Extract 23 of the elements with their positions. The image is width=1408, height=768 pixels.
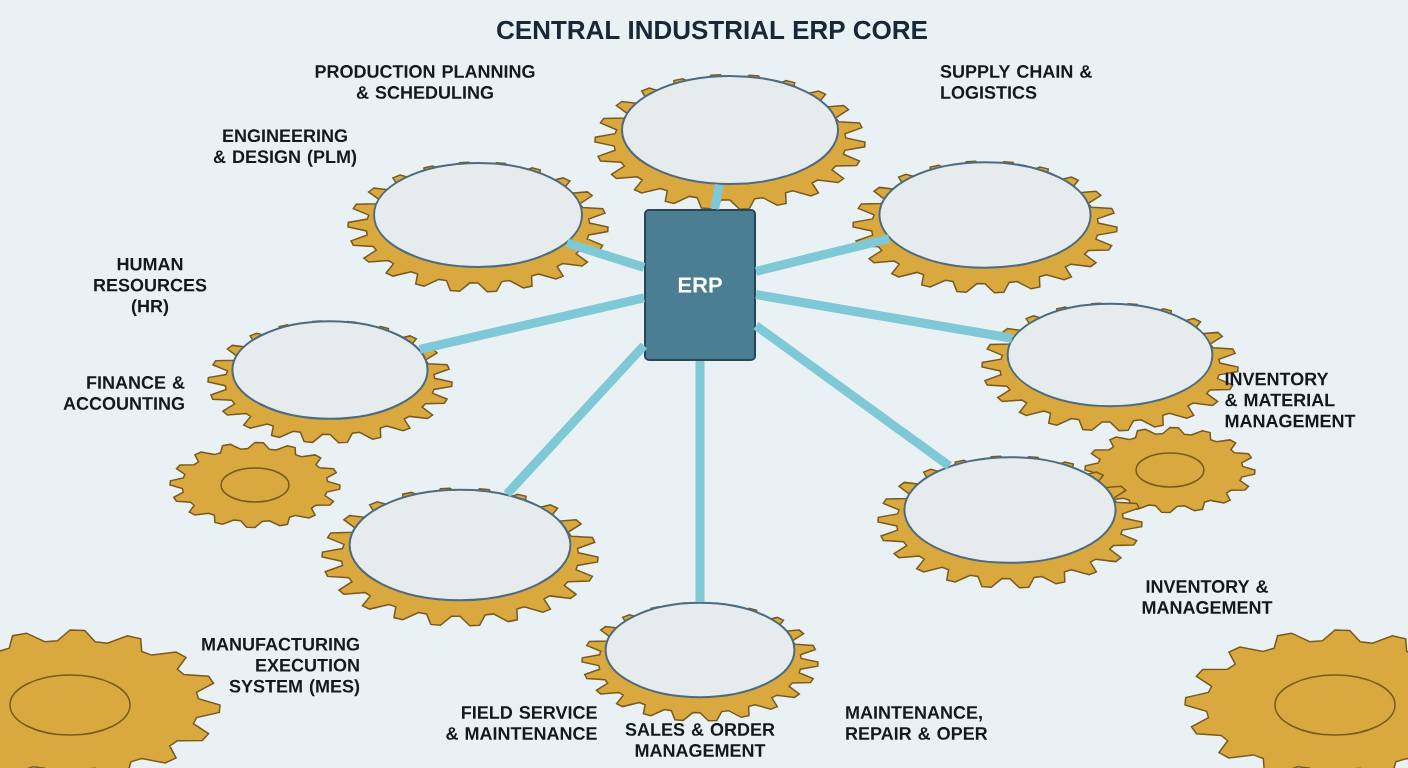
data-stream <box>695 361 705 602</box>
platform-disc <box>621 75 839 185</box>
platform-disc <box>604 601 796 699</box>
data-stream <box>710 183 724 210</box>
platform-disc <box>878 161 1092 269</box>
module-label: SALES & ORDER MANAGEMENT <box>625 723 775 757</box>
title: CENTRAL INDUSTRIAL ERP CORE <box>497 20 927 40</box>
data-stream <box>418 293 645 354</box>
platform-disc <box>231 320 429 420</box>
module-label: PRODUCTION PLANNING & SCHEDULING <box>315 65 535 99</box>
data-stream <box>754 234 891 276</box>
platform-disc <box>1006 302 1214 408</box>
module-label: FINANCE & ACCOUNTING <box>63 376 185 410</box>
platform-disc <box>373 162 583 268</box>
data-stream <box>565 238 646 272</box>
data-stream <box>755 290 1013 343</box>
platform-disc <box>348 488 572 602</box>
platform-disc <box>903 456 1117 564</box>
data-stream <box>753 322 952 470</box>
module-label: SUPPLY CHAIN & LOGISTICS <box>940 65 1092 99</box>
module-label: MAINTENANCE, REPAIR & OPER <box>846 706 988 740</box>
server-box: ERP <box>644 209 756 361</box>
data-stream <box>503 342 648 498</box>
